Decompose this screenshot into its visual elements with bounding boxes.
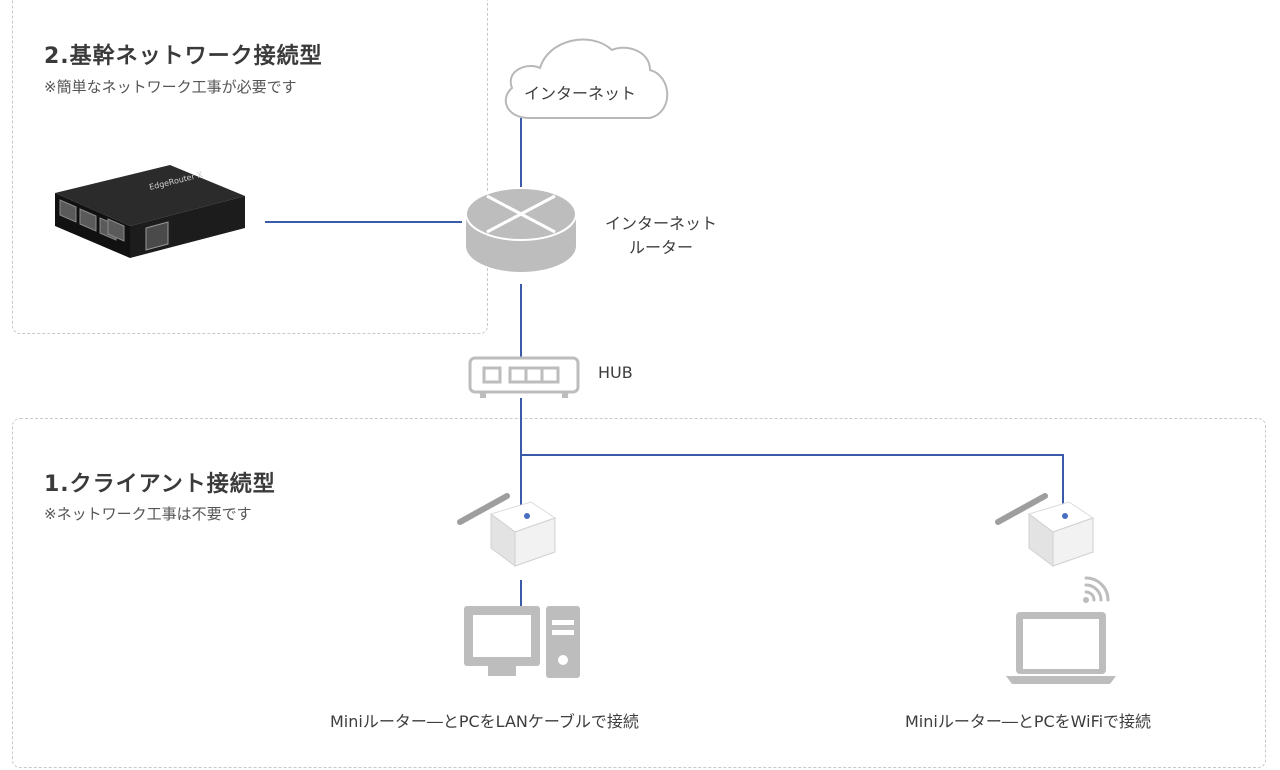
caption-lan: Miniルーター―とPCをLANケーブルで接続 [330, 712, 639, 731]
router-label-line2: ルーター [628, 238, 693, 257]
laptop-icon [1006, 612, 1116, 684]
router-icon [465, 187, 577, 272]
hub-label: HUB [598, 363, 633, 382]
line-hub-minirouter-right [521, 454, 1064, 522]
client-title: 1.クライアント接続型 [44, 472, 276, 497]
backbone-note: ※簡単なネットワーク工事が必要です [44, 78, 297, 96]
mini-router-icon [457, 493, 557, 567]
router-label: インターネット ルーター [596, 210, 726, 258]
connection-lines [265, 118, 1064, 606]
backbone-title: 2.基幹ネットワーク接続型 [44, 44, 323, 69]
edgerouter-image: EdgeRouter X [55, 165, 245, 258]
wifi-icon [1083, 576, 1110, 603]
desktop-pc-icon [464, 606, 580, 678]
caption-wifi: Miniルーター―とPCをWiFiで接続 [905, 712, 1152, 731]
mini-router-icon [995, 493, 1095, 567]
cloud-icon [504, 38, 669, 119]
router-label-line1: インターネット [604, 214, 717, 233]
backbone-section-frame [12, 0, 488, 334]
client-note: ※ネットワーク工事は不要です [44, 505, 252, 523]
internet-label: インターネット [524, 84, 637, 103]
hub-icon [468, 356, 580, 398]
client-section-frame [12, 418, 1266, 768]
